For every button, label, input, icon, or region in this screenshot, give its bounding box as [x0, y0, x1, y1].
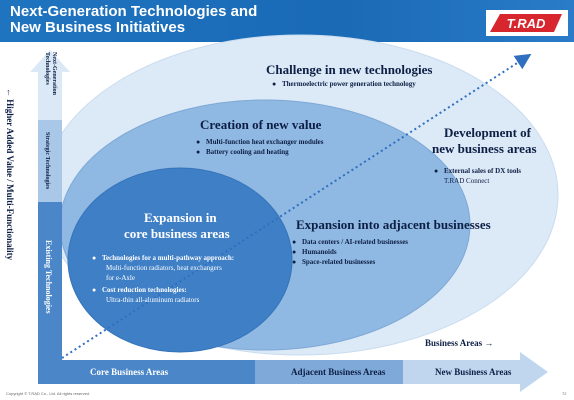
development-item-1-sub: T.RAD Connect: [444, 177, 490, 185]
development-title-line1: Development of: [444, 125, 532, 140]
adjacent-item-3: ● Space-related businesses: [292, 258, 375, 267]
core-item-1-line3: for e-Axle: [106, 274, 135, 282]
core-item-1-title-text: Technologies for a multi-pathway approac…: [102, 254, 235, 262]
x-axis-label: Business Areas →: [425, 338, 494, 348]
y-segment-next-bg: [38, 68, 62, 120]
bullet-icon: ●: [292, 248, 297, 256]
core-item-1-line2: Multi-function radiators, heat exchanger…: [106, 264, 222, 272]
creation-item-2-text: Battery cooling and heating: [206, 148, 289, 156]
core-item-1-title: ● Technologies for a multi-pathway approa…: [92, 254, 234, 263]
adjacent-item-3-text: Space-related businesses: [302, 258, 376, 266]
adjacent-item-2-text: Humanoids: [302, 248, 337, 256]
adjacent-item-1: ● Data centers / AI-related businesses: [292, 238, 408, 247]
y-segment-strategic: Strategic Technologies: [44, 132, 50, 190]
bullet-icon: ●: [272, 80, 277, 88]
x-segment-adjacent: Adjacent Business Areas: [291, 367, 386, 377]
development-item-1: ● External sales of DX tools: [434, 167, 521, 176]
adjacent-title: Expansion into adjacent businesses: [296, 217, 491, 232]
challenge-item: ● Thermoelectric power generation technol…: [272, 80, 416, 89]
creation-item-1: ● Multi-function heat exchanger modules: [196, 138, 324, 147]
y-segment-strategic-bg: [38, 120, 62, 202]
y-segment-existing: Existing Technologies: [44, 240, 53, 314]
page-number: 72: [562, 391, 567, 396]
creation-item-1-text: Multi-function heat exchanger modules: [206, 138, 324, 146]
x-segment-new: New Business Areas: [435, 367, 512, 377]
creation-item-2: ● Battery cooling and heating: [196, 148, 289, 157]
bullet-icon: ●: [92, 286, 97, 294]
bullet-icon: ●: [92, 254, 97, 262]
core-item-2-line2: Ultra-thin all-aluminum radiators: [106, 296, 200, 304]
x-segment-core: Core Business Areas: [90, 367, 169, 377]
core-title-line2: core business areas: [124, 226, 230, 241]
bullet-icon: ●: [434, 167, 439, 175]
development-title-line2: new business areas: [432, 141, 537, 156]
bullet-icon: ●: [196, 138, 201, 146]
x-axis-arrowhead: [520, 352, 548, 392]
challenge-title: Challenge in new technologies: [266, 62, 433, 77]
y-axis-label: ← Higher Added Value / Multi-Functionali…: [5, 88, 15, 261]
inner-ellipse: [67, 167, 293, 353]
y-segment-next-generation: Next-Generation Technologies: [44, 52, 57, 95]
bullet-icon: ●: [292, 258, 297, 266]
creation-title: Creation of new value: [200, 117, 322, 132]
bullet-icon: ●: [196, 148, 201, 156]
challenge-item-text: Thermoelectric power generation technolo…: [282, 80, 416, 88]
y-axis-arrowhead: [30, 50, 70, 72]
company-logo: T.RAD: [486, 10, 568, 36]
x-axis-bar: [38, 360, 255, 384]
development-item-1-text: External sales of DX tools: [444, 167, 521, 175]
bullet-icon: ●: [292, 238, 297, 246]
x-segment-new-bg: [403, 360, 523, 384]
adjacent-item-1-text: Data centers / AI-related businesses: [302, 238, 409, 246]
copyright-text: Copyright © T.RAD Co., Ltd. All rights r…: [6, 391, 91, 396]
x-segment-adjacent-bg: [255, 360, 403, 384]
svg-text:T.RAD: T.RAD: [507, 16, 546, 31]
core-item-2-title-text: Cost reduction technologies:: [102, 286, 187, 294]
core-item-2-title: ● Cost reduction technologies:: [92, 286, 187, 295]
adjacent-item-2: ● Humanoids: [292, 248, 337, 257]
page-title: Next-Generation Technologies and New Bus…: [10, 3, 258, 36]
core-title-line1: Expansion in: [144, 210, 217, 225]
